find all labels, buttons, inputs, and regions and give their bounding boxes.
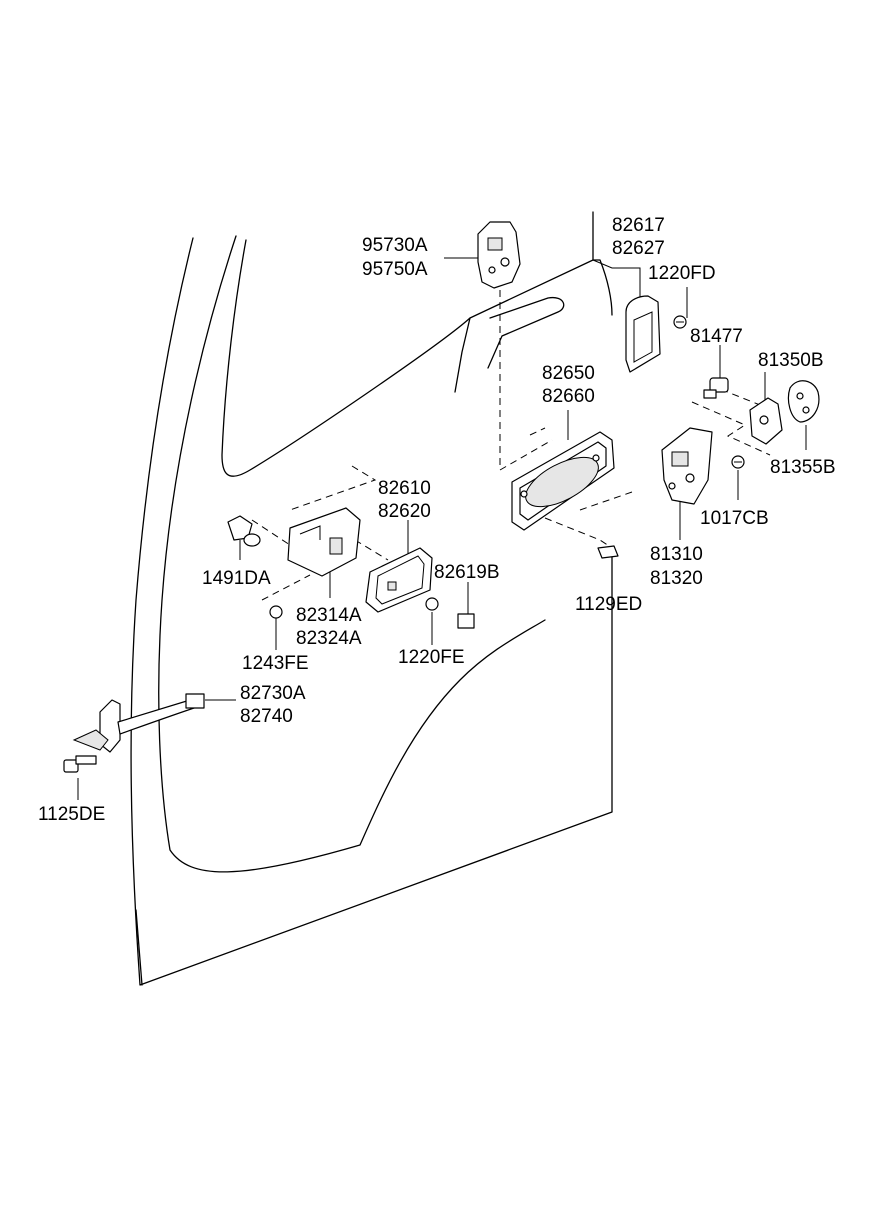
bolt-1125de xyxy=(63,755,97,773)
latch-95730a xyxy=(477,221,521,289)
label-81477: 81477 xyxy=(690,326,743,347)
door-checker-82730a xyxy=(72,693,205,753)
label-1243fe: 1243FE xyxy=(242,653,309,674)
leader-lines xyxy=(77,212,807,800)
label-1220fe: 1220FE xyxy=(398,647,465,668)
bezel-82314a xyxy=(365,547,433,613)
door-panel-outline xyxy=(130,211,613,986)
label-95750a: 95750A xyxy=(362,259,428,280)
plate-81350b xyxy=(749,397,783,445)
label-81320: 81320 xyxy=(650,568,703,589)
label-1017cb: 1017CB xyxy=(700,508,769,529)
label-81355b: 81355B xyxy=(770,457,836,478)
label-82740: 82740 xyxy=(240,706,293,727)
label-82324a: 82324A xyxy=(296,628,362,649)
label-82314a: 82314A xyxy=(296,605,362,626)
label-82660: 82660 xyxy=(542,386,595,407)
label-81310: 81310 xyxy=(650,544,703,565)
label-82617: 82617 xyxy=(612,215,665,236)
label-82650: 82650 xyxy=(542,363,595,384)
label-1125de: 1125DE xyxy=(38,804,105,825)
label-82610: 82610 xyxy=(378,478,431,499)
label-82730a: 82730A xyxy=(240,683,306,704)
handle-housing-82610 xyxy=(287,507,361,577)
screw-1129ed xyxy=(597,545,619,559)
inside-handle-82650 xyxy=(511,431,615,531)
label-81350b: 81350B xyxy=(758,350,824,371)
label-1491da: 1491DA xyxy=(202,568,271,589)
assembly-guide-lines xyxy=(251,290,771,601)
screw-1220fd xyxy=(673,315,687,329)
label-82627: 82627 xyxy=(612,238,665,259)
screw-1243fe xyxy=(269,605,283,619)
label-82620: 82620 xyxy=(378,501,431,522)
shim-81355b xyxy=(787,380,820,423)
bolt-81477 xyxy=(703,377,729,399)
clip-82619b xyxy=(457,613,475,629)
label-1129ed: 1129ED xyxy=(575,594,642,615)
part-labels: 95730A 95750A 82617 82627 1220FD 81477 8… xyxy=(38,215,836,825)
clip-1491da xyxy=(227,515,261,547)
door-latch-81310 xyxy=(661,427,713,505)
screw-1220fe xyxy=(425,597,439,611)
label-95730a: 95730A xyxy=(362,235,428,256)
label-1220fd: 1220FD xyxy=(648,263,716,284)
cover-82617 xyxy=(625,295,661,373)
label-82619b: 82619B xyxy=(434,562,500,583)
screw-1017cb xyxy=(731,455,745,469)
